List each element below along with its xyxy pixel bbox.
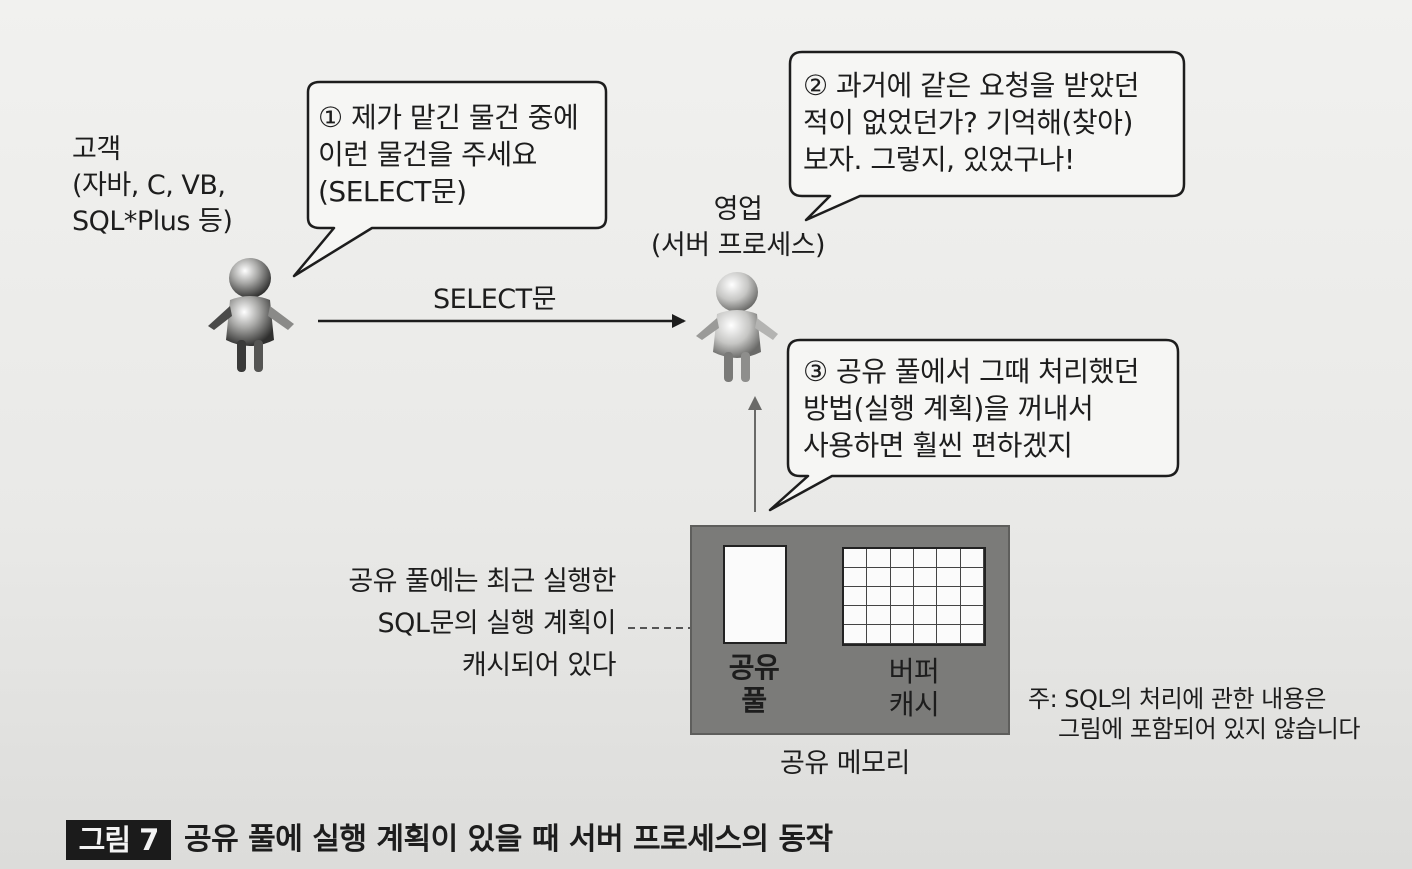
pool-note-line-2: SQL문의 실행 계획이	[377, 608, 617, 639]
select-arrow-label: SELECT문	[433, 284, 557, 315]
bubble-3-line-1: ③ 공유 풀에서 그때 처리했던	[803, 355, 1140, 388]
server-label: 영업 (서버 프로세스)	[640, 192, 836, 264]
bubble-1-line-1: ① 제가 맡긴 물건 중에	[318, 101, 579, 134]
bubble-1-line-2: 이런 물건을 주세요	[318, 138, 537, 171]
figure-number-badge: 그림 7	[66, 820, 171, 860]
customer-line-2: SQL*Plus 등)	[72, 206, 233, 237]
footnote-line-1: 주: SQL의 처리에 관한 내용은	[1028, 685, 1326, 713]
shared-memory-title: 공유 메모리	[780, 748, 910, 779]
bubble-3-text: ③ 공유 풀에서 그때 처리했던 방법(실행 계획)을 꺼내서 사용하면 훨씬 …	[803, 353, 1140, 464]
buffer-cache-grid	[842, 547, 986, 646]
bubble-1-line-3: (SELECT문)	[318, 175, 467, 208]
bubble-1-text: ① 제가 맡긴 물건 중에 이런 물건을 주세요 (SELECT문)	[318, 99, 579, 210]
pool-note-line-3: 캐시되어 있다	[461, 650, 617, 681]
server-title: 영업	[713, 194, 763, 225]
footnote: 주: SQL의 처리에 관한 내용은 그림에 포함되어 있지 않습니다	[1028, 684, 1360, 744]
shared-memory-block: 공유 풀 버퍼 캐시	[690, 525, 1010, 735]
bubble-3-shape	[768, 338, 1180, 512]
customer-title: 고객	[72, 134, 121, 165]
figure-caption: 공유 풀에 실행 계획이 있을 때 서버 프로세스의 동작	[184, 822, 833, 857]
customer-line-1: (자바, C, VB,	[72, 170, 226, 201]
bubble-3-line-2: 방법(실행 계획)을 꺼내서	[803, 392, 1094, 425]
bubble-2-line-2: 적이 없었던가? 기억해(찾아)	[803, 106, 1133, 139]
customer-label: 고객 (자바, C, VB, SQL*Plus 등)	[72, 132, 233, 240]
server-subtitle: (서버 프로세스)	[650, 230, 826, 261]
bubble-2-line-3: 보자. 그렇지, 있었구나!	[803, 143, 1075, 176]
shared-pool-label: 공유 풀	[728, 651, 780, 717]
bubble-2-line-1: ② 과거에 같은 요청을 받았던	[803, 69, 1140, 102]
shared-pool-box	[723, 545, 787, 644]
customer-figure-icon	[208, 258, 294, 372]
bubble-1-shape	[292, 80, 608, 278]
bubble-2-shape	[788, 50, 1186, 222]
bubble-2-text: ② 과거에 같은 요청을 받았던 적이 없었던가? 기억해(찾아) 보자. 그렇…	[803, 67, 1140, 178]
pool-note-line-1: 공유 풀에는 최근 실행한	[348, 566, 616, 597]
footnote-line-2: 그림에 포함되어 있지 않습니다	[1058, 715, 1360, 743]
server-figure-icon	[696, 272, 778, 382]
bubble-3-line-3: 사용하면 훨씬 편하겠지	[803, 429, 1073, 462]
buffer-cache-label: 버퍼 캐시	[888, 655, 940, 721]
pool-note: 공유 풀에는 최근 실행한 SQL문의 실행 계획이 캐시되어 있다	[300, 561, 616, 687]
